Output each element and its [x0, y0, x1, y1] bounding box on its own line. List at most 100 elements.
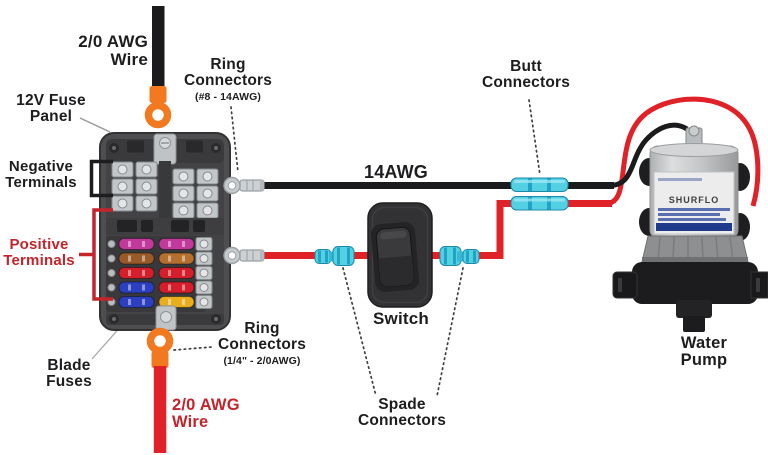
label-line: Butt	[510, 58, 542, 75]
blade-fuse	[158, 296, 195, 308]
label-line: Connectors	[217, 336, 307, 354]
positive-wire-14awg	[262, 200, 612, 259]
label-ring-connectors-bottom: Ring Connectors (1/4" - 2/0AWG)	[210, 320, 314, 367]
corner-screw	[214, 146, 218, 150]
terminal-divider	[159, 161, 171, 218]
label-line: 2/0 AWG	[172, 396, 240, 414]
pump-label-line	[658, 178, 702, 181]
label-top-wire: 2/0 AWG Wire	[36, 32, 148, 70]
blade-fuses-group	[118, 238, 195, 308]
fuse-panel-leader-line	[79, 117, 111, 133]
label-line: Water	[680, 334, 728, 352]
label-spade-connectors: Spade Connectors	[350, 396, 454, 430]
label-line: Terminals	[3, 251, 75, 269]
label-line: Positive	[9, 236, 69, 253]
label-line: Connectors	[357, 412, 447, 430]
negative-terminal-blocks	[111, 161, 219, 219]
label-negative-terminals: Negative Terminals	[0, 159, 86, 191]
label-line: Fuses	[46, 373, 92, 391]
label-ring-bottom-size: (1/4" - 2/0AWG)	[223, 354, 301, 367]
switch-rocker-highlight	[380, 230, 407, 240]
ring-connector-bottom-leader-line	[173, 346, 213, 351]
ring-terminal-orange	[146, 327, 174, 355]
pump-label-line	[658, 208, 730, 211]
label-line: Connectors	[481, 74, 571, 92]
label-line: Terminals	[5, 173, 77, 191]
blade-fuse	[118, 238, 155, 250]
label-line: Blade	[47, 357, 91, 374]
pump-label-line	[658, 218, 726, 221]
battery-negative-cable	[144, 6, 172, 129]
blade-fuse	[118, 296, 155, 308]
pump-label-line	[658, 213, 720, 216]
label-line: Ring	[244, 320, 280, 337]
positive-bus-screw	[160, 311, 172, 323]
blade-fuse	[158, 252, 195, 265]
pump-manifold	[632, 262, 758, 304]
label-water-pump: Water Pump	[656, 334, 752, 370]
pump-black-wire	[609, 122, 689, 188]
ring-terminal-sleeve	[149, 86, 167, 103]
label-line: Ring	[210, 56, 246, 73]
pump-port-ridge	[756, 278, 760, 292]
label-line: 14AWG	[363, 162, 429, 182]
positive-terminal-column	[107, 237, 213, 309]
ring-connector-top-leader-line	[230, 106, 239, 173]
blade-fuse	[158, 267, 195, 279]
ring-terminal-sleeve	[151, 351, 169, 368]
corner-screw	[214, 317, 218, 321]
pump-red-wire	[605, 96, 761, 207]
spade-connector-right	[439, 246, 480, 266]
panel-mid-blocks	[117, 220, 205, 232]
label-line: Negative	[8, 158, 74, 175]
panel-slot	[186, 140, 203, 153]
label-line: Panel	[29, 108, 73, 126]
fuse-panel	[99, 132, 231, 331]
battery-positive-cable	[146, 327, 174, 453]
pump-label-block	[656, 223, 732, 231]
spade-connector-left	[314, 246, 355, 266]
spade-connector-right-leader-line	[436, 267, 464, 397]
label-line: Switch	[373, 309, 429, 328]
wire-2-0-awg-black	[152, 6, 165, 89]
fuse-highlights	[128, 241, 185, 305]
label-blade-fuses: Blade Fuses	[30, 357, 108, 391]
label-positive-terminals: Positive Terminals	[0, 237, 84, 269]
label-switch: Switch	[366, 309, 436, 328]
label-line: Pump	[680, 351, 728, 370]
butt-connector-black-wire	[510, 177, 569, 192]
label-butt-connectors: Butt Connectors	[476, 58, 576, 92]
switch-rocker-lower	[378, 255, 414, 287]
blade-fuse	[158, 238, 195, 250]
ring-terminal-orange	[144, 101, 172, 129]
pump-outlet	[683, 316, 705, 332]
pump-port-ridge	[618, 278, 622, 292]
butt-connector-red-wire	[510, 196, 569, 211]
butt-connectors-leader-line	[528, 99, 541, 176]
label-line: Wire	[172, 413, 209, 432]
label-fuse-panel: 12V Fuse Panel	[4, 92, 98, 126]
pump-outlet-base	[676, 300, 712, 318]
blade-fuse	[118, 267, 155, 279]
pump-motor-top	[649, 143, 739, 157]
corner-screw	[112, 317, 116, 321]
water-pump: SHURFLO	[612, 125, 768, 332]
label-top-wire-line1: 2/0 AWG	[78, 32, 148, 51]
label-line: Connectors	[183, 72, 273, 90]
positive-terminals-bracket	[79, 208, 113, 301]
ring-connector-positive	[223, 246, 265, 265]
label-line: Spade	[378, 396, 426, 413]
pump-port-left	[612, 271, 638, 299]
corner-screw	[112, 146, 116, 150]
blade-fuse	[158, 281, 195, 294]
label-top-wire-line2: Wire	[110, 50, 148, 70]
label-ring-top-size: (#8 - 14AWG)	[195, 90, 261, 103]
blade-fuse	[118, 281, 155, 294]
pump-brand-text: SHURFLO	[669, 195, 720, 205]
pump-top-screw	[688, 125, 700, 137]
rocker-switch	[367, 202, 433, 308]
panel-slot	[127, 140, 144, 153]
blade-fuse	[118, 252, 155, 265]
